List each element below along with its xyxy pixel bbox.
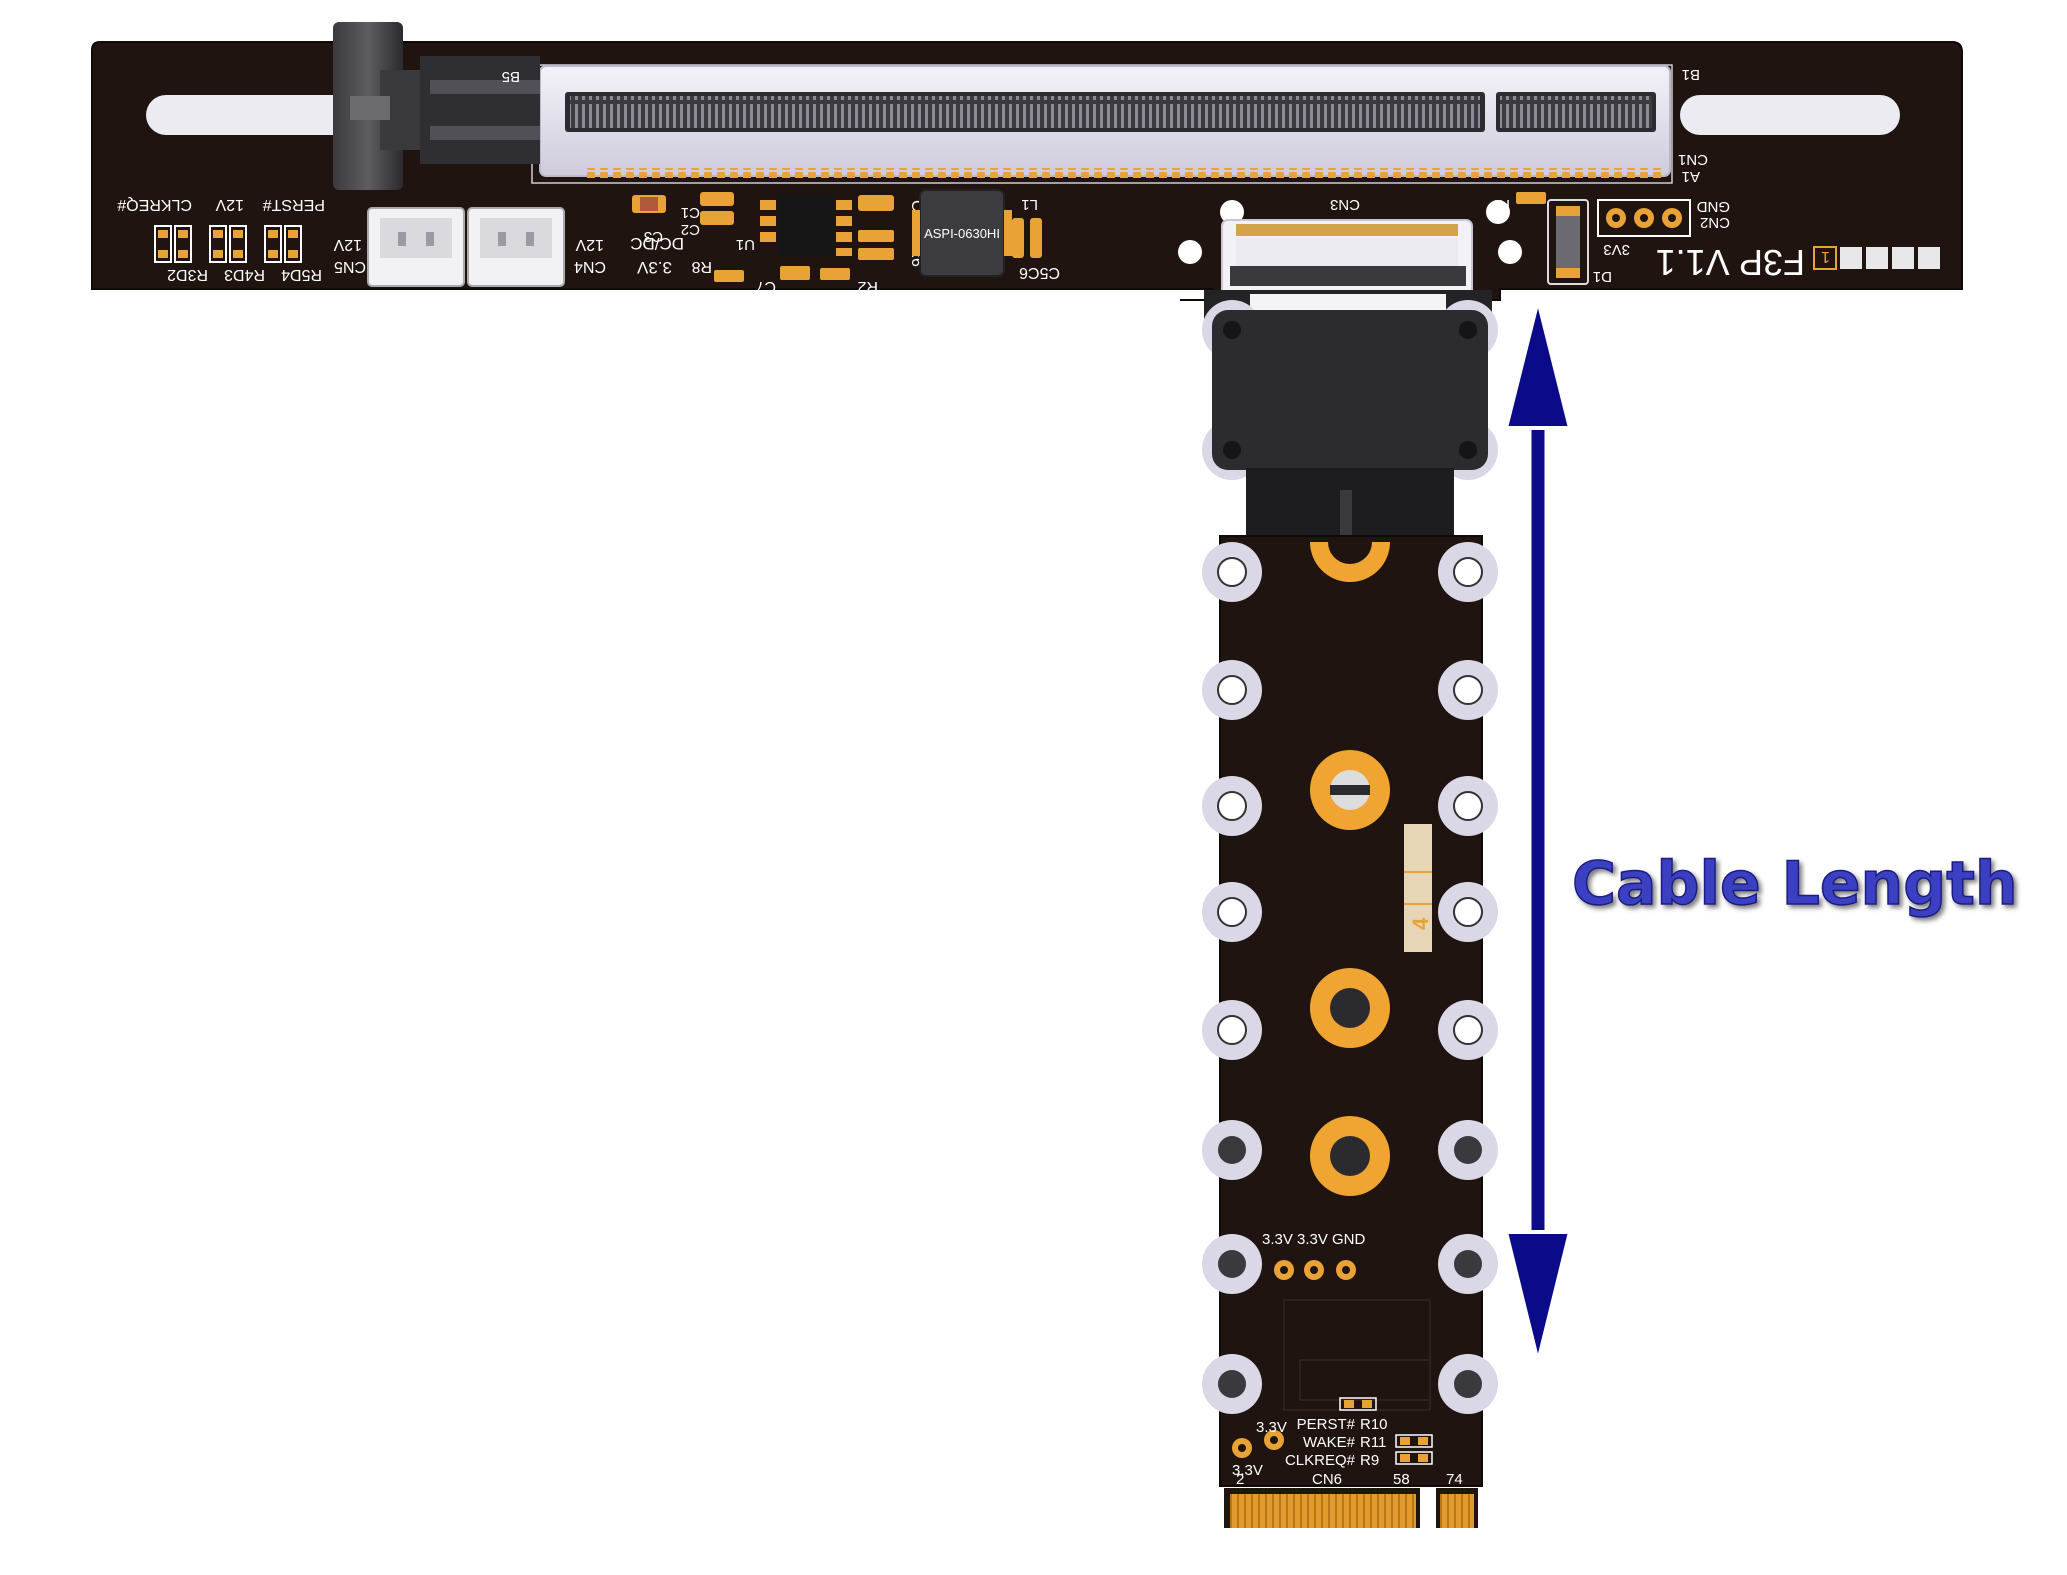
m2-resistor-r9: R9 <box>1360 1452 1379 1469</box>
r2-label: R2 <box>857 278 878 295</box>
m2-edge-label-cn6: CN6 <box>1312 1471 1342 1488</box>
m2-edge-label-pin74: 74 <box>1446 1471 1463 1488</box>
led-label-clkreq: CLKREQ# <box>117 196 192 213</box>
l1-label: L1 <box>1021 196 1038 213</box>
diode-d1 <box>1547 199 1589 285</box>
cn2-name-label: CN2 <box>1700 214 1730 231</box>
cn3-label: CN3 <box>1330 196 1360 213</box>
power-connector-cn5 <box>367 207 465 287</box>
slot-marker-a1: A1 <box>1682 168 1700 185</box>
c3-label: C3 <box>644 228 663 245</box>
m2-resistors <box>1339 1397 1433 1465</box>
m2-pad-label-left: 3.3V <box>1232 1462 1263 1479</box>
led-designator-r3d2: R3D2 <box>167 266 208 283</box>
led-pair-1 <box>154 225 192 263</box>
m2-pin-header <box>1274 1260 1356 1280</box>
led-label-perst: PERST# <box>263 196 325 213</box>
m2-side-holes <box>1202 542 1498 1414</box>
led-designator-r4d3: R4D3 <box>224 266 265 283</box>
m2-power-pads <box>1232 1430 1284 1458</box>
slot-marker-b1: B1 <box>1682 66 1700 83</box>
m2-signal-clkreq: CLKREQ# <box>1285 1452 1356 1469</box>
m2-key-marker-label: 4 <box>1408 917 1433 930</box>
slot-marker-cn1: CN1 <box>1678 151 1708 168</box>
r8-label: R8 <box>691 258 712 275</box>
pcie-x16-slot <box>531 64 1673 184</box>
cable-length-label: Cable Length <box>1572 849 2018 919</box>
status-leds: CLKREQ# 12V PERST# <box>117 196 325 283</box>
inductor-l1: ASPI-0630HI <box>912 189 1012 277</box>
m2-pad-label-right: 3.3V <box>1256 1419 1287 1436</box>
led-label-12v: 12V <box>215 196 244 213</box>
m2-gold-fingers <box>1224 1488 1478 1528</box>
m2-resistor-r10: R10 <box>1360 1416 1388 1433</box>
cable-connector-cn3 <box>1178 200 1522 299</box>
cn5-name-label: CN5 <box>334 258 366 275</box>
mounting-slot-right <box>1680 95 1900 135</box>
power-connector-cn4 <box>467 207 565 287</box>
r7-label: R7 <box>1491 196 1510 213</box>
cn2-3v3-label: 3V3 <box>1603 241 1630 258</box>
slot-retention-latch <box>333 22 540 190</box>
c5c6-label: C5C6 <box>1019 264 1060 281</box>
m2-standoff-pads <box>1310 542 1390 1196</box>
m2-edge-label-pin2: 2 <box>1236 1471 1244 1488</box>
version-box-digit: 1 <box>1821 248 1830 265</box>
led-pair-3 <box>264 225 302 263</box>
cn4-name-label: CN4 <box>574 258 606 275</box>
u1-label: U1 <box>736 236 755 253</box>
pin-header-cn2 <box>1597 199 1691 237</box>
m2-signal-wake: WAKE# <box>1303 1434 1356 1451</box>
cn4-volt-label: 12V <box>575 236 604 253</box>
cable-length-dimension-arrow <box>1504 298 1572 1364</box>
m2-adapter-board: 4 3.3V 3.3V GND PERST# WAKE# CLKREQ# R10 <box>1202 535 1498 1528</box>
m2-signal-perst: PERST# <box>1297 1416 1356 1433</box>
c1-label: C1 <box>681 204 700 221</box>
version-boxes <box>1813 246 1940 270</box>
m2-pin-label-3: GND <box>1332 1231 1366 1248</box>
led-pair-2 <box>209 225 247 263</box>
dcdc-voltage-label: 3.3V <box>636 258 672 277</box>
cn5-volt-label: 12V <box>333 236 362 253</box>
d1-label: D1 <box>1593 268 1612 285</box>
board-version-label: F3P V1.1 <box>1656 242 1805 283</box>
led-designator-r5d4: R5D4 <box>281 266 322 283</box>
ribbon-cable <box>1202 290 1498 550</box>
slot-marker-b5: B5 <box>502 68 520 85</box>
dcdc-label: DC/DC <box>630 234 684 253</box>
passive-components <box>632 192 1546 282</box>
m2-pin-label-1: 3.3V <box>1262 1231 1293 1248</box>
m2-pin-label-2: 3.3V <box>1297 1231 1328 1248</box>
c7-label: C7 <box>755 278 776 295</box>
inductor-part-label: ASPI-0630HI <box>924 226 1000 241</box>
c2-label: C2 <box>681 221 700 238</box>
m2-edge-label-pin58: 58 <box>1393 1471 1410 1488</box>
m2-resistor-r11: R11 <box>1360 1434 1386 1451</box>
pcie-riser-board: B5 B1 A1 CN1 CLKREQ# 12V PERST# <box>91 22 1963 301</box>
m2-key-marker-strip <box>1404 824 1432 952</box>
cn2-gnd-label: GND <box>1697 198 1731 215</box>
